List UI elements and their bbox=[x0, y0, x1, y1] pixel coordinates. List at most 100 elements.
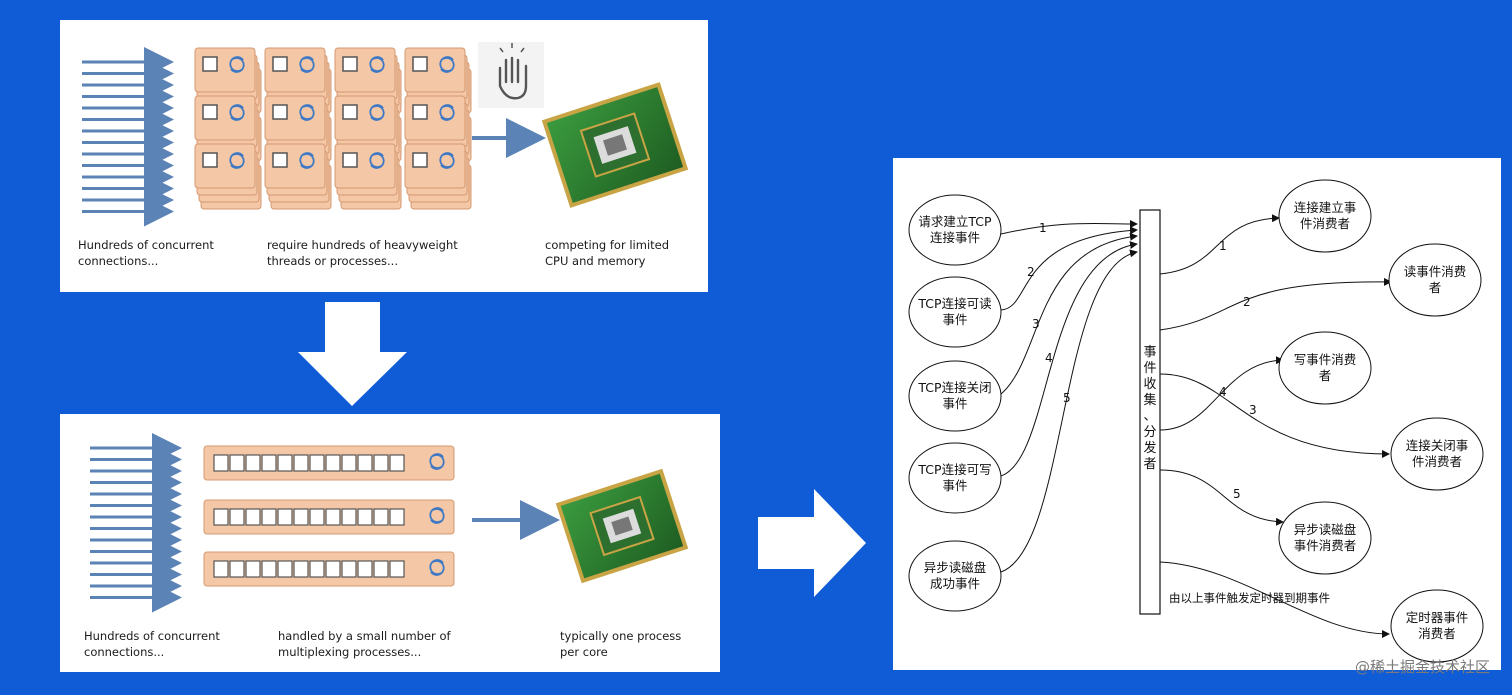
consumer-node-label: 者 bbox=[1319, 368, 1332, 383]
right-arrow-icon bbox=[758, 489, 866, 597]
caption-connections-line1: Hundreds of concurrent bbox=[84, 629, 220, 643]
source-edge-num: 5 bbox=[1063, 391, 1071, 405]
refresh-icon bbox=[299, 56, 315, 73]
thread-square-icon bbox=[342, 152, 358, 168]
dispatcher-char: 分 bbox=[1143, 425, 1156, 440]
source-node-label: 成功事件 bbox=[930, 576, 980, 591]
source-node-label: 事件 bbox=[942, 312, 967, 327]
queue-slot bbox=[373, 454, 389, 472]
queue-slot bbox=[309, 560, 325, 578]
dispatcher-char: 收 bbox=[1143, 377, 1156, 392]
consumer-node-label: 连接关闭事 bbox=[1406, 438, 1469, 453]
thread-square-icon bbox=[202, 56, 218, 72]
consumer-edge-num: 3 bbox=[1249, 403, 1257, 417]
consumer-node-label: 消费者 bbox=[1418, 626, 1456, 641]
thread-stack bbox=[194, 143, 262, 210]
refresh-icon bbox=[369, 104, 385, 121]
thread-square-icon bbox=[202, 104, 218, 120]
caption-processes-line2: multiplexing processes... bbox=[278, 645, 421, 659]
queue-slot bbox=[277, 560, 293, 578]
thread-square-icon bbox=[412, 56, 428, 72]
consumer-edge-num: 1 bbox=[1219, 239, 1227, 253]
caption-connections-line1: Hundreds of concurrent bbox=[78, 238, 214, 252]
consumer-nodes: 连接建立事件消费者读事件消费者写事件消费者连接关闭事件消费者异步读磁盘事件消费者… bbox=[1278, 179, 1484, 663]
thread-square-icon bbox=[412, 104, 428, 120]
refresh-icon bbox=[229, 152, 245, 169]
dispatcher-char: 件 bbox=[1143, 361, 1156, 376]
dispatcher-char: 发 bbox=[1143, 440, 1156, 456]
thread-stack-grid bbox=[194, 47, 472, 210]
queue-slot bbox=[373, 508, 389, 526]
queue-slot bbox=[293, 508, 309, 526]
thread-square-icon bbox=[272, 104, 288, 120]
queue-slot bbox=[373, 560, 389, 578]
source-node-label: 事件 bbox=[942, 396, 967, 411]
queue-slot bbox=[229, 454, 245, 472]
source-nodes: 请求建立TCP连接事件TCP连接可读事件TCP连接关闭事件TCP连接可写事件异步… bbox=[908, 194, 1002, 612]
thread-square-icon bbox=[342, 104, 358, 120]
consumer-node-label: 件消费者 bbox=[1300, 216, 1350, 231]
caption-cpu-line1: typically one process bbox=[560, 629, 681, 643]
consumer-node-label: 定时器事件 bbox=[1406, 610, 1469, 625]
queue-slot bbox=[261, 454, 277, 472]
thread-stack bbox=[264, 143, 332, 210]
dispatcher-char: 集 bbox=[1143, 392, 1156, 408]
queue-slot bbox=[261, 560, 277, 578]
queue-slot bbox=[261, 508, 277, 526]
queue-slot bbox=[213, 560, 229, 578]
caption-cpu-line1: competing for limited bbox=[545, 238, 669, 252]
thread-model-panel: Hundreds of concurrent connections... re… bbox=[60, 20, 708, 292]
multiplexing-model-diagram: Hundreds of concurrent connections... ha… bbox=[84, 433, 689, 659]
refresh-icon bbox=[229, 56, 245, 73]
consumer-node-label: 连接建立事 bbox=[1294, 200, 1357, 215]
queue-slot bbox=[389, 508, 405, 526]
process-queue-rows bbox=[203, 445, 455, 587]
multiplexing-model-panel: Hundreds of concurrent connections... ha… bbox=[60, 414, 720, 672]
queue-slot bbox=[389, 454, 405, 472]
queue-slot bbox=[245, 508, 261, 526]
consumer-node-label: 者 bbox=[1429, 280, 1442, 295]
timer-note: 由以上事件触发定时器到期事件 bbox=[1169, 591, 1330, 605]
connection-arrows bbox=[82, 47, 174, 227]
hand-cursor-icon bbox=[478, 42, 544, 108]
queue-slot bbox=[325, 454, 341, 472]
source-arrows bbox=[1000, 219, 1138, 573]
connection-arrows bbox=[90, 433, 182, 613]
cpu-chip-icon bbox=[555, 468, 689, 584]
dispatcher-char: 者 bbox=[1143, 457, 1156, 472]
thread-square-icon bbox=[272, 56, 288, 72]
down-arrow-icon bbox=[298, 302, 407, 406]
refresh-icon bbox=[299, 104, 315, 121]
watermark: @稀土掘金技术社区 bbox=[1354, 658, 1490, 676]
source-node-label: 请求建立TCP bbox=[918, 214, 992, 229]
refresh-icon bbox=[229, 104, 245, 121]
dispatcher-char: 事 bbox=[1143, 345, 1156, 360]
source-node-label: 异步读磁盘 bbox=[924, 560, 987, 575]
queue-slot bbox=[309, 454, 325, 472]
queue-slot bbox=[229, 560, 245, 578]
consumer-node-label: 事件消费者 bbox=[1294, 538, 1357, 553]
consumer-node-label: 写事件消费 bbox=[1294, 352, 1357, 367]
source-node-label: 事件 bbox=[942, 478, 967, 493]
thread-stack bbox=[404, 95, 472, 162]
consumer-edge-num: 5 bbox=[1233, 487, 1241, 501]
queue-slot bbox=[293, 560, 309, 578]
refresh-icon bbox=[299, 152, 315, 169]
refresh-icon bbox=[369, 152, 385, 169]
consumer-arrows bbox=[1159, 214, 1392, 638]
process-queue bbox=[203, 445, 455, 481]
caption-threads-line1: require hundreds of heavyweight bbox=[267, 238, 458, 252]
caption-cpu-line2: CPU and memory bbox=[545, 254, 646, 268]
queue-slot bbox=[245, 560, 261, 578]
queue-slot bbox=[293, 454, 309, 472]
consumer-node-label: 件消费者 bbox=[1412, 454, 1462, 469]
